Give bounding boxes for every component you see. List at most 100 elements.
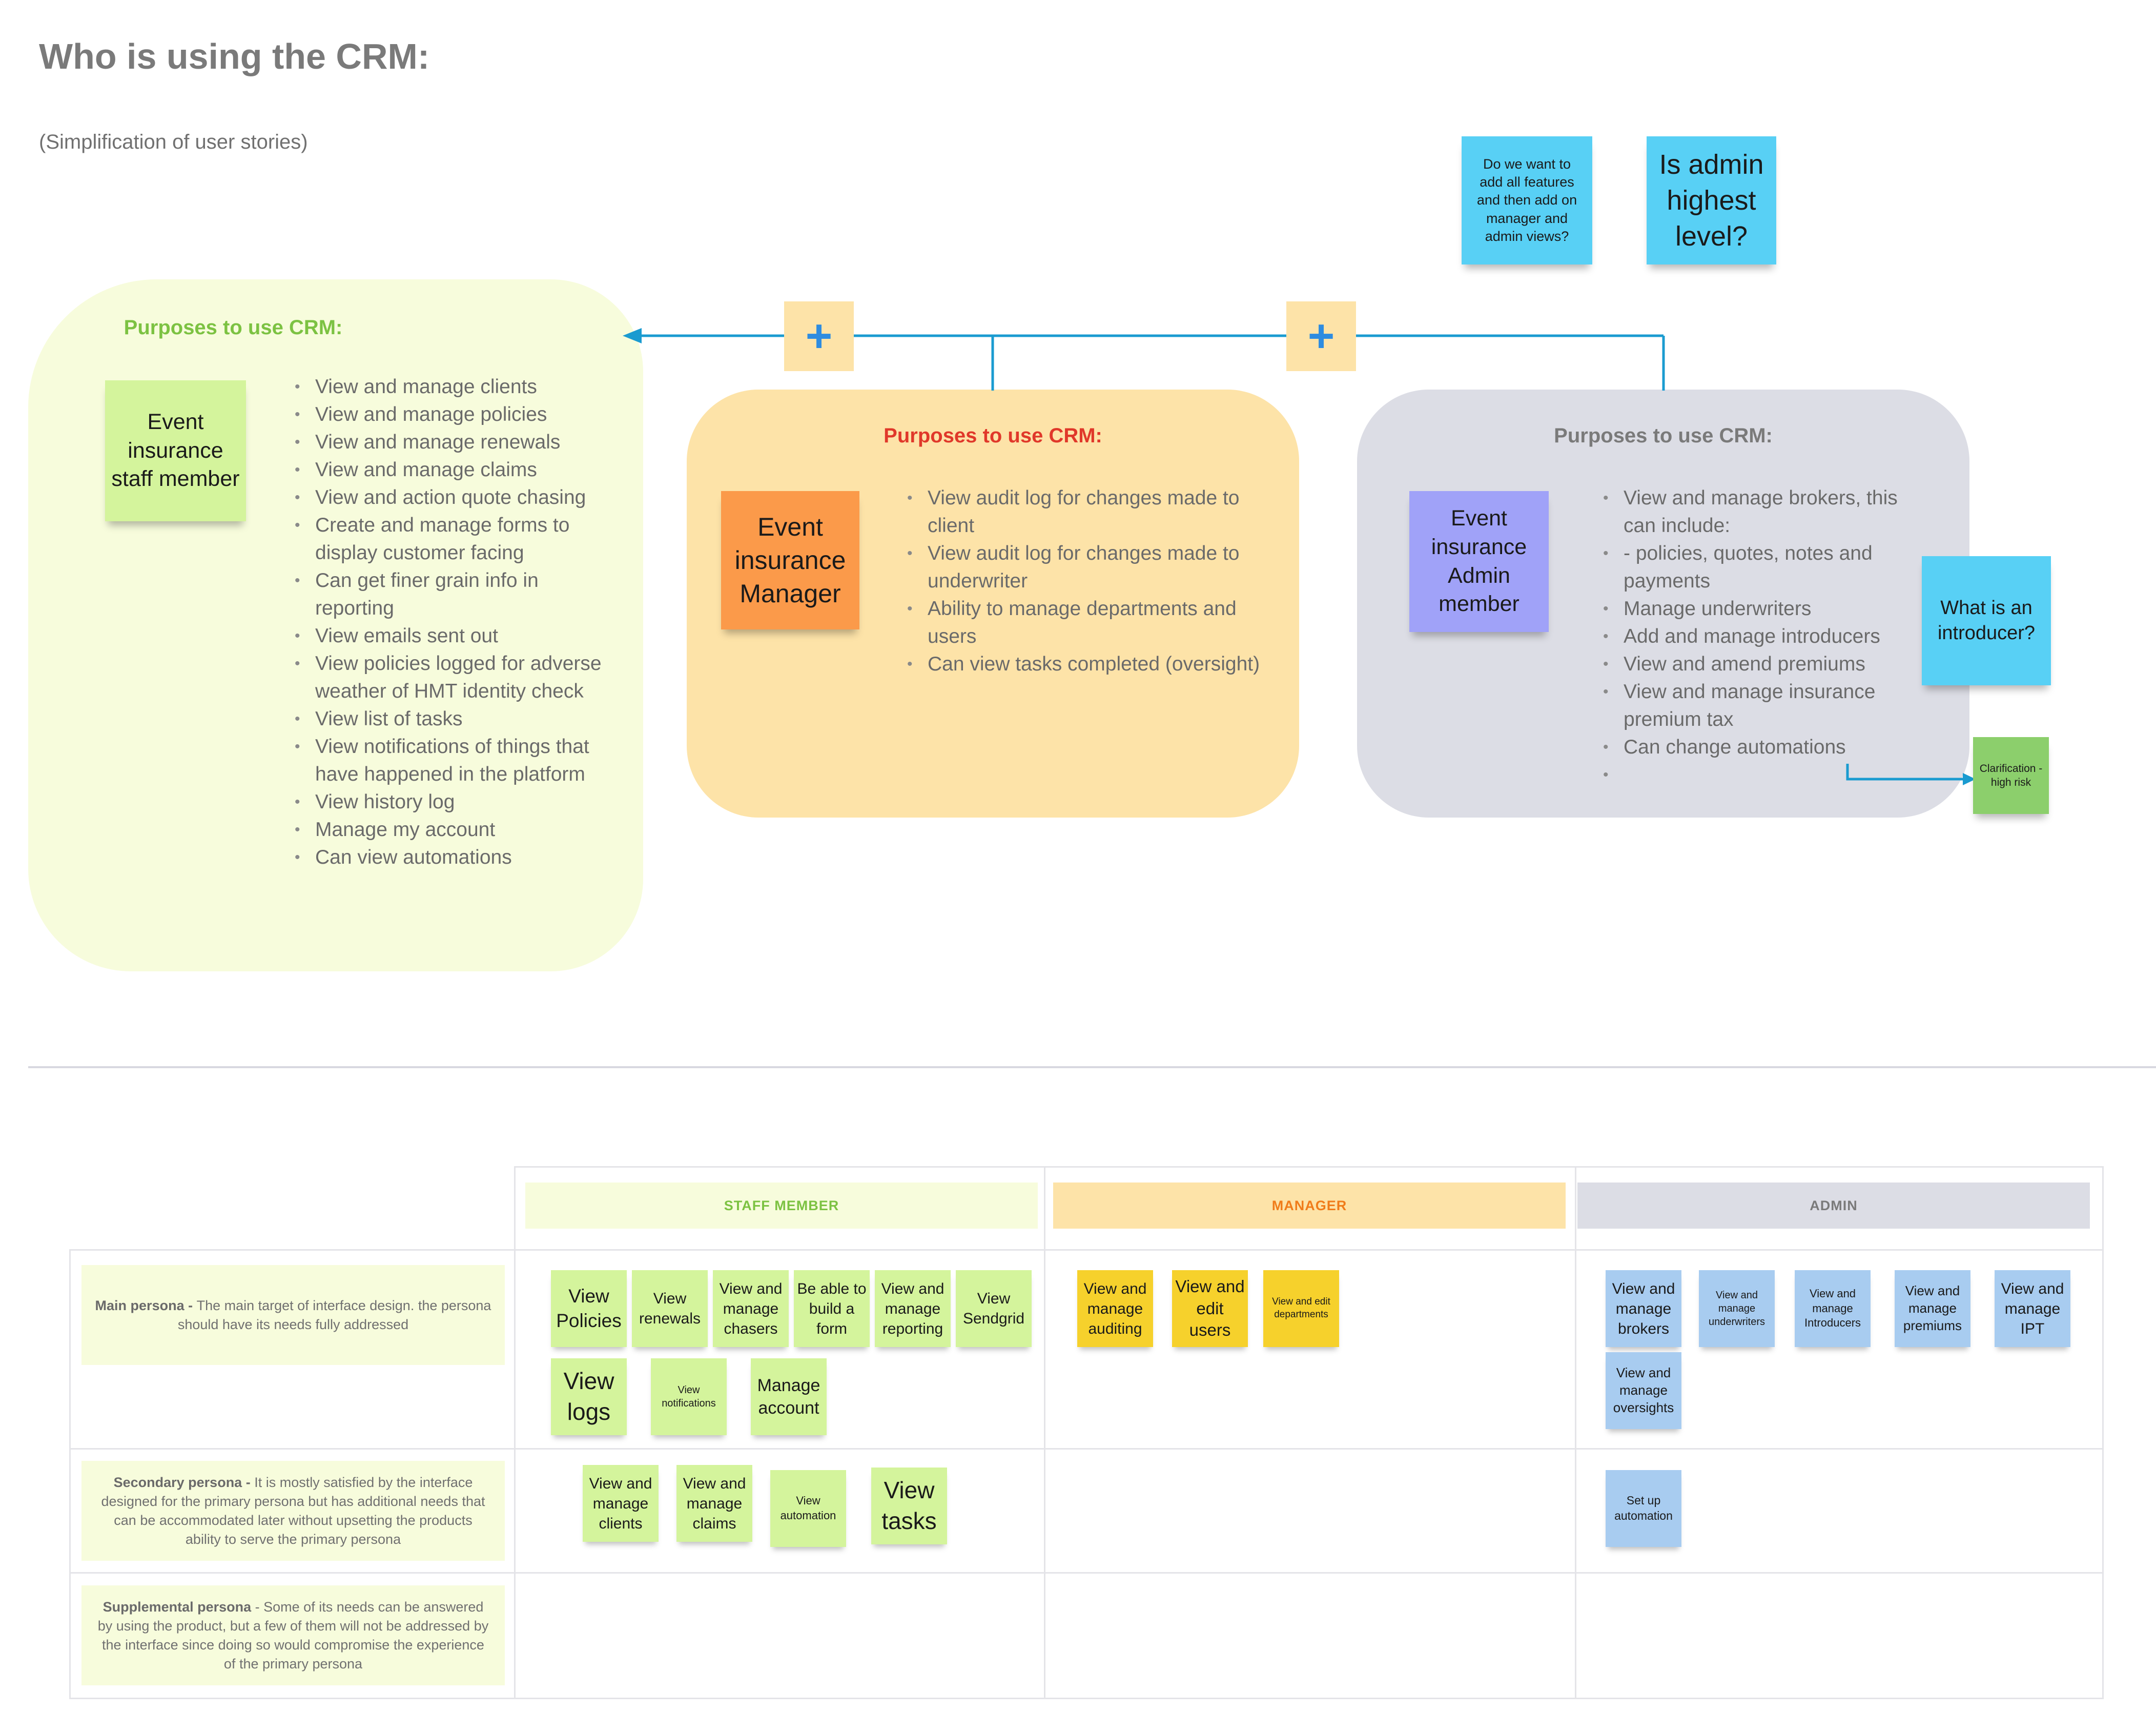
manager-panel-heading: Purposes to use CRM: (884, 424, 1102, 447)
list-item: View history log (295, 788, 612, 816)
list-item: Can change automations (1603, 733, 1921, 761)
list-item: Manage underwriters (1603, 595, 1921, 623)
grid-line (1044, 1166, 1045, 1699)
list-item: View and manage clients (295, 373, 612, 401)
sticky-view-automation[interactable]: View automation (770, 1470, 846, 1547)
grid-line (514, 1166, 516, 1699)
row-label-supplemental-persona: Supplemental persona - Some of its needs… (81, 1585, 505, 1685)
sticky-view-manage-oversights[interactable]: View and manage oversights (1606, 1352, 1681, 1429)
question-note-introducer-text: What is an introducer? (1937, 597, 2036, 644)
list-item: View and manage insurance premium tax (1603, 678, 1921, 733)
list-item: Create and manage forms to display custo… (295, 512, 612, 567)
sticky-view-manage-underwriters[interactable]: View and manage underwriters (1699, 1270, 1775, 1347)
sticky-build-form[interactable]: Be able to build a form (794, 1270, 870, 1347)
question-note-introducer[interactable]: What is an introducer? (1922, 556, 2051, 685)
page-title: Who is using the CRM: (39, 36, 430, 76)
column-header-manager: MANAGER (1053, 1183, 1566, 1229)
sticky-view-manage-ipt[interactable]: View and manage IPT (1995, 1270, 2070, 1347)
row-label-secondary-persona: Secondary persona - It is mostly satisfi… (81, 1461, 505, 1561)
manager-persona-note[interactable]: Event insurance Manager (721, 491, 859, 629)
row-label-secondary-bold: Secondary persona - (113, 1474, 255, 1490)
sticky-view-manage-auditing[interactable]: View and manage auditing (1077, 1270, 1153, 1347)
manager-purpose-list: View audit log for changes made to clien… (907, 484, 1276, 678)
row-label-main-persona: Main persona - The main target of interf… (81, 1265, 505, 1365)
staff-persona-note-text: Event insurance staff member (111, 409, 240, 492)
column-header-staff: STAFF MEMBER (525, 1183, 1038, 1229)
sticky-view-edit-departments[interactable]: View and edit departments (1263, 1270, 1339, 1347)
grid-line (514, 1166, 2104, 1168)
list-item: Manage my account (295, 816, 612, 844)
sticky-view-manage-clients[interactable]: View and manage clients (583, 1465, 659, 1542)
sticky-view-logs[interactable]: View logs (551, 1358, 627, 1435)
grid-line (69, 1572, 2104, 1574)
grid-line (2102, 1166, 2104, 1699)
staff-persona-note[interactable]: Event insurance staff member (105, 380, 246, 521)
list-item: View notifications of things that have h… (295, 733, 612, 788)
list-item: View and manage claims (295, 456, 612, 484)
column-header-admin: ADMIN (1577, 1183, 2090, 1229)
list-item: View emails sent out (295, 622, 612, 650)
admin-panel-heading: Purposes to use CRM: (1554, 424, 1773, 447)
list-item: - policies, quotes, notes and payments (1603, 540, 1921, 595)
persona-matrix: STAFF MEMBER MANAGER ADMIN Main persona … (69, 1166, 2104, 1699)
page-subtitle: (Simplification of user stories) (39, 131, 308, 153)
staff-purpose-list: View and manage clients View and manage … (295, 373, 612, 871)
admin-purpose-list: View and manage brokers, this can includ… (1603, 484, 1921, 789)
sticky-view-notifications[interactable]: View notifications (651, 1358, 727, 1435)
connector-lines (623, 328, 1976, 785)
grid-line (69, 1448, 2104, 1450)
list-item: View policies logged for adverse weather… (295, 650, 612, 705)
question-note-features-text: Do we want to add all features and then … (1476, 156, 1577, 244)
list-item (1603, 761, 1921, 789)
sticky-view-manage-premiums[interactable]: View and manage premiums (1895, 1270, 1970, 1347)
row-label-main-bold: Main persona - (95, 1297, 197, 1313)
sticky-view-sendgrid[interactable]: View Sendgrid (956, 1270, 1032, 1347)
connector-clarification-line (1846, 764, 1970, 781)
list-item: View audit log for changes made to under… (907, 540, 1276, 595)
sticky-view-manage-brokers[interactable]: View and manage brokers (1606, 1270, 1681, 1347)
sticky-view-tasks[interactable]: View tasks (871, 1468, 947, 1544)
manager-persona-note-text: Event insurance Manager (734, 512, 846, 608)
question-note-features[interactable]: Do we want to add all features and then … (1462, 136, 1592, 264)
row-label-supplemental-bold: Supplemental persona (102, 1599, 252, 1615)
list-item: Can get finer grain info in reporting (295, 567, 612, 622)
connector-clarification-arrowhead (1963, 773, 1976, 785)
sticky-view-policies[interactable]: View Policies (551, 1270, 627, 1347)
list-item: View list of tasks (295, 705, 612, 733)
list-item: View and manage policies (295, 401, 612, 429)
row-label-secondary-text: It is mostly satisfied by the interface … (101, 1474, 485, 1547)
list-item: Ability to manage departments and users (907, 595, 1276, 650)
sticky-view-manage-reporting[interactable]: View and manage reporting (875, 1270, 951, 1347)
question-note-admin-level[interactable]: Is admin highest level? (1647, 136, 1776, 264)
list-item: Can view tasks completed (oversight) (907, 650, 1276, 678)
list-item: View and manage renewals (295, 429, 612, 456)
clarification-note[interactable]: Clarification - high risk (1973, 737, 2049, 814)
sticky-set-up-automation[interactable]: Set up automation (1606, 1470, 1681, 1547)
admin-persona-note[interactable]: Event insurance Admin member (1409, 491, 1549, 632)
row-label-main-text: The main target of interface design. the… (177, 1297, 491, 1332)
clarification-note-text: Clarification - high risk (1979, 762, 2043, 788)
grid-line (69, 1249, 2104, 1251)
list-item: View and manage brokers, this can includ… (1603, 484, 1921, 540)
connector-arrowhead-left (623, 328, 642, 343)
add-button-left[interactable]: + (784, 301, 854, 371)
sticky-view-manage-chasers[interactable]: View and manage chasers (713, 1270, 789, 1347)
question-note-admin-level-text: Is admin highest level? (1659, 149, 1764, 252)
list-item: View and amend premiums (1603, 650, 1921, 678)
list-item: Can view automations (295, 844, 612, 871)
row-label-supplemental-text: - Some of its needs can be answered by u… (97, 1599, 489, 1672)
admin-persona-note-text: Event insurance Admin member (1431, 505, 1527, 617)
sticky-view-edit-users[interactable]: View and edit users (1172, 1270, 1248, 1347)
sticky-manage-account[interactable]: Manage account (751, 1358, 827, 1435)
add-button-right[interactable]: + (1286, 301, 1356, 371)
list-item: View and action quote chasing (295, 484, 612, 512)
sticky-view-renewals[interactable]: View renewals (632, 1270, 708, 1347)
grid-line (1575, 1166, 1576, 1699)
staff-panel-heading: Purposes to use CRM: (124, 316, 343, 339)
add-icon: + (1307, 311, 1335, 362)
grid-line (69, 1249, 71, 1699)
sticky-view-manage-claims[interactable]: View and manage claims (676, 1465, 752, 1542)
list-item: View audit log for changes made to clien… (907, 484, 1276, 540)
sticky-view-manage-introducers[interactable]: View and manage Introducers (1795, 1270, 1871, 1347)
list-item: Add and manage introducers (1603, 623, 1921, 650)
